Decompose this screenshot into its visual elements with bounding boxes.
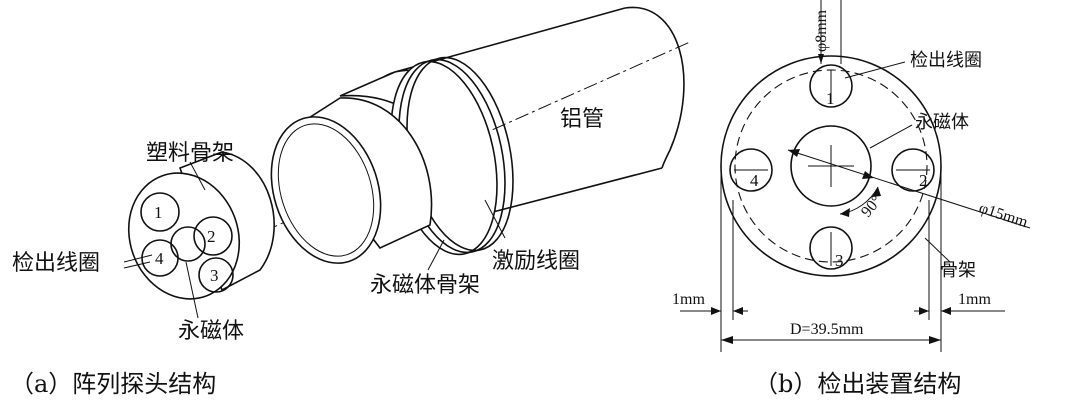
outer-frame-circle: [720, 55, 942, 277]
leader-magnet-b: [869, 124, 913, 149]
caption-b: （b）检出装置结构: [754, 370, 961, 398]
coil-num-3: 3: [210, 266, 219, 285]
coil-b-4: [729, 148, 773, 192]
coil-num-1: 1: [154, 203, 163, 222]
label-plastic-frame: 塑料骨架: [146, 141, 234, 166]
magnet-b: [790, 125, 872, 207]
leader-magnet-frame: [427, 239, 445, 271]
coil-2: [193, 216, 233, 256]
plastic-frame-disc: 1 2 3 4: [127, 151, 275, 300]
coil-b-num-1: 1: [826, 89, 835, 108]
label-coil-diameter: φ8mm: [813, 9, 830, 52]
coil-num-2: 2: [207, 227, 216, 246]
magnet-frame: [270, 97, 433, 264]
coil-b-num-4: 4: [750, 171, 759, 190]
label-magnet-frame: 永磁体骨架: [370, 273, 480, 298]
coil-b-3: [809, 226, 853, 270]
leader-frame: [924, 237, 951, 263]
label-diameter: D=39.5mm: [790, 321, 864, 338]
label-frame: 骨架: [940, 260, 976, 281]
panel-b: 1 2 3 4 φ8mm 检出线圈 永磁体 φ15mm 90° 骨架 1mm 1…: [672, 0, 1030, 398]
label-left-margin: 1mm: [672, 291, 705, 308]
coil-b-num-2: 2: [919, 171, 928, 190]
label-circle-diameter: φ15mm: [977, 200, 1030, 232]
label-excitation-coil: 激励线圈: [492, 249, 580, 274]
label-detection-coil-b: 检出线圈: [910, 50, 982, 71]
leader-magnet: [185, 261, 199, 319]
coil-1: [140, 192, 180, 232]
label-angle: 90°: [858, 192, 885, 220]
leader-plastic-frame: [189, 161, 206, 191]
panel-a: 1 2 3 4 塑料骨架 铝管 检出线圈 永磁体 永磁体骨架 激励线圈 （a）阵…: [10, 6, 691, 398]
label-right-margin: 1mm: [958, 291, 991, 308]
coil-num-4: 4: [155, 249, 164, 268]
label-magnet-b: 永磁体: [915, 112, 969, 133]
leader-detection-coil-b: [844, 61, 906, 79]
coil-b-num-3: 3: [835, 251, 844, 270]
caption-a: （a）阵列探头结构: [10, 370, 216, 398]
coil-b-1: [809, 64, 853, 108]
label-magnet-a: 永磁体: [178, 319, 244, 344]
magnet-a: [170, 226, 206, 262]
coil-3: [198, 257, 234, 293]
label-aluminum-tube: 铝管: [560, 107, 604, 132]
leader-detection-coil: [123, 254, 153, 263]
coil-b-2: [891, 148, 935, 192]
leader-excitation-coil: [484, 199, 506, 239]
diameter-15-line: [787, 149, 1031, 229]
label-detection-coil-a: 检出线圈: [12, 251, 100, 276]
